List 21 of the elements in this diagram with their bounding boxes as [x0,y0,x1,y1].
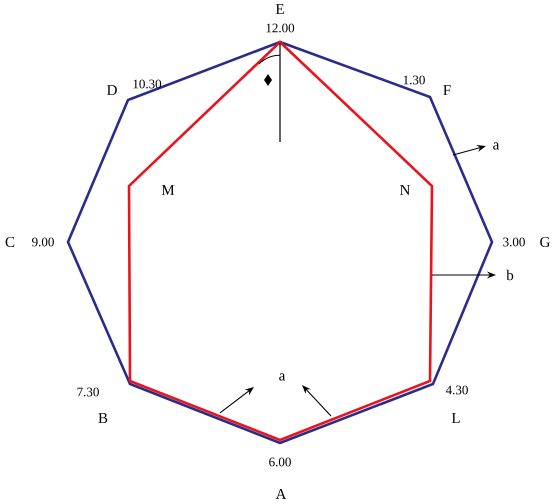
vector-label: a [493,142,500,150]
time-label: 3.00 [503,238,525,246]
vertex-label: A [276,489,286,499]
time-label: 9.00 [32,238,54,246]
time-label: 4.30 [446,386,468,394]
vector-label: a [279,373,286,381]
time-label: 6.00 [269,458,291,466]
time-label: 12.00 [266,24,294,32]
time-label: 1.30 [404,76,425,84]
vertex-label: C [6,236,14,248]
vertex-label: B [98,413,108,423]
vertex-label: F [443,85,451,95]
vector-label: b [506,270,514,280]
vertex-label: N [400,185,410,195]
vertex-label: L [452,413,460,423]
time-label: 10.30 [134,80,162,88]
vertex-label: M [162,185,174,195]
vertex-label: G [540,236,550,248]
vertex-label: E [276,4,284,14]
time-label: 7.30 [78,388,99,396]
vertex-label: D [107,85,117,95]
